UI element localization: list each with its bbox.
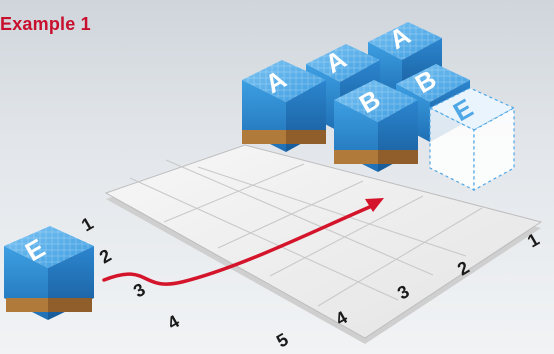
- move-arrow: [102, 198, 384, 286]
- pallet-box-B: B: [334, 80, 418, 172]
- row-label: 3: [130, 279, 149, 301]
- pallet-box-A: A: [242, 60, 326, 152]
- pallet-box-E-incoming: E: [4, 226, 94, 320]
- floor-grid: [104, 144, 543, 344]
- row-label: 2: [96, 245, 115, 267]
- row-label: 1: [78, 213, 97, 235]
- pallet-slot-E-empty: E: [428, 87, 516, 192]
- row-label: 5: [273, 329, 292, 351]
- row-label: 4: [164, 311, 183, 333]
- row-label: 1: [524, 229, 543, 251]
- example-title: Example 1: [0, 14, 91, 34]
